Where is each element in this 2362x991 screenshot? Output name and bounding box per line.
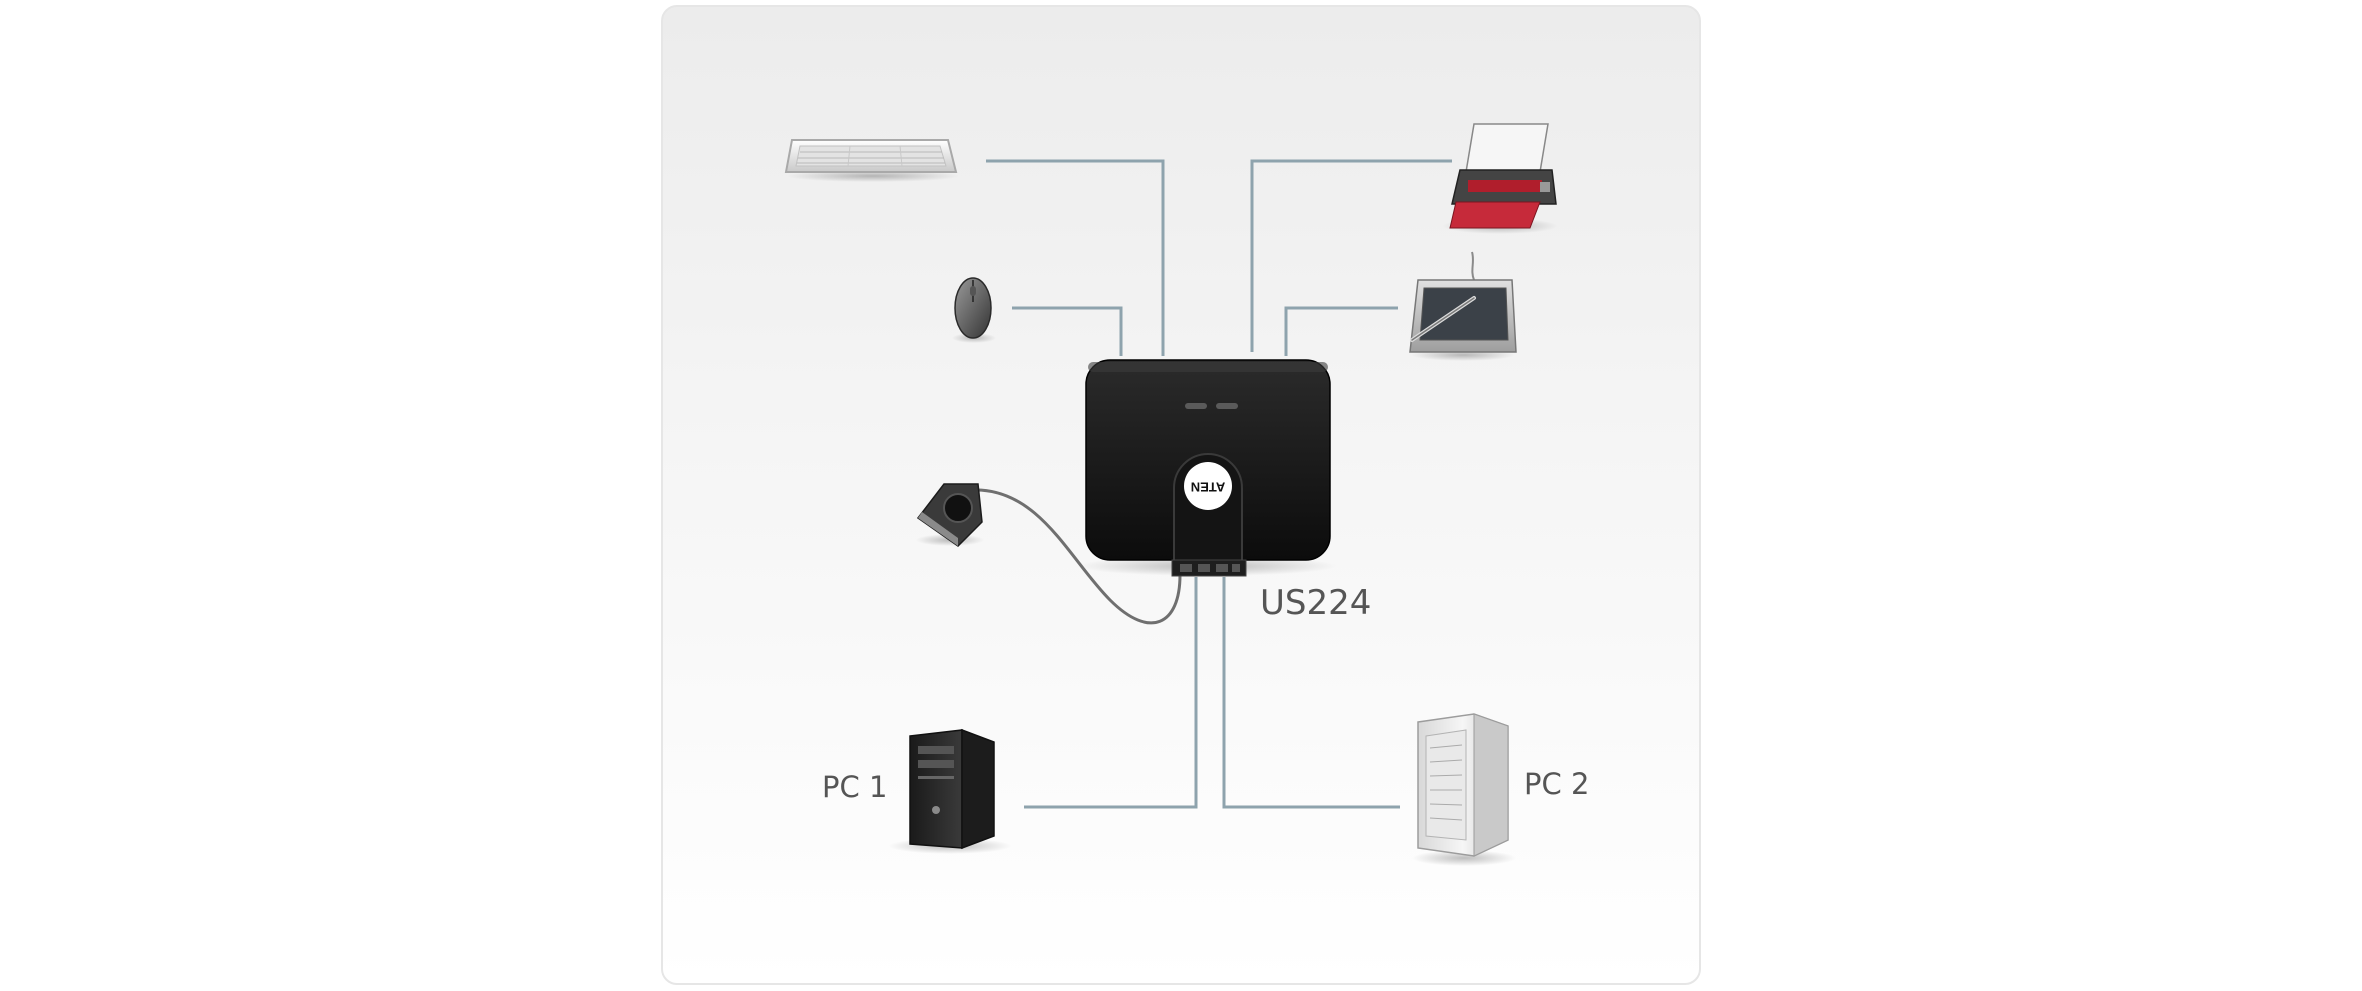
drawing-tablet-icon [1409,251,1517,361]
aten-logo: ATEN [1191,480,1225,495]
remote-selector-cable [975,488,1182,625]
pc1-label: PC 1 [822,770,887,804]
pc2-tower-icon [1412,713,1516,866]
pc2-label: PC 2 [1524,767,1589,801]
usb-sharing-switch: ATEN [1077,359,1337,577]
printer-icon [1442,123,1558,234]
pc1-cable [1024,577,1198,809]
device-name-label: US224 [1260,583,1371,623]
keyboard-icon [784,139,959,182]
printer-cable [1250,159,1452,352]
port-led-2 [1216,403,1238,409]
pc2-cable [1222,577,1400,809]
mouse-icon [952,277,996,343]
aten-logo-badge [1184,462,1232,510]
remote-port-selector-icon [916,483,984,547]
keyboard-cable [986,159,1165,356]
mouse-cable [1012,306,1123,356]
port-led-1 [1185,403,1207,409]
pc1-tower-icon [888,728,1012,854]
tablet-cable [1284,306,1398,356]
cables [975,159,1452,809]
